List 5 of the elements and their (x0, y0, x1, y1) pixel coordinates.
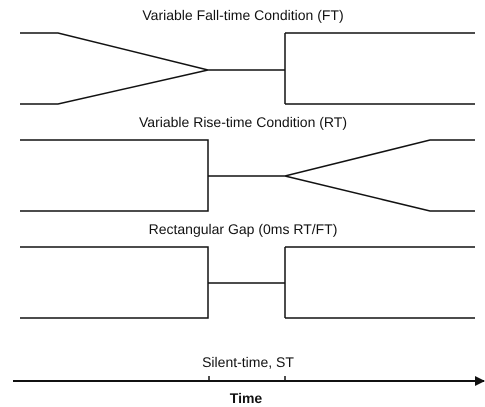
axis-title: Time (230, 390, 262, 406)
panel-title: Variable Fall-time Condition (FT) (142, 7, 344, 23)
panel-title: Variable Rise-time Condition (RT) (139, 114, 347, 130)
panel-title: Rectangular Gap (0ms RT/FT) (148, 221, 338, 237)
axis-annotation: Silent-time, ST (202, 354, 294, 370)
